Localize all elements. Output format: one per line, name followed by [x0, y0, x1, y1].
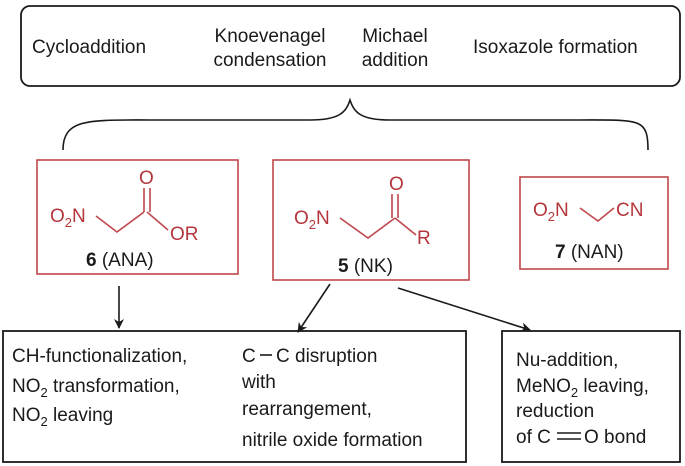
nan-caption: 7 (NAN) [555, 242, 624, 263]
outcome-left-line1: CH-functionalization, [12, 346, 187, 367]
reaction-isoxazole: Isoxazole formation [473, 37, 638, 58]
reaction-knoevenagel-line2: condensation [213, 50, 326, 71]
outcome-middle-line4: nitrile oxide formation [242, 430, 423, 451]
outcome-right-line4-a: of C [516, 427, 551, 448]
reaction-cycloaddition: Cycloaddition [32, 37, 146, 58]
compound-nk-box [272, 159, 470, 281]
outcome-box-left-middle [2, 330, 467, 463]
outcome-middle-line2: with [241, 372, 276, 393]
nk-caption: 5 (NK) [338, 256, 393, 277]
outcome-right-line1: Nu-addition, [516, 350, 618, 371]
arrow-nk-to-right [397, 287, 531, 333]
outcome-middle-line3: rearrangement, [242, 399, 372, 420]
outcome-right-line3: reduction [516, 401, 594, 422]
ana-o2-label: O2N [50, 206, 86, 230]
nan-cn-label: CN [616, 200, 643, 221]
nk-r-bond [394, 217, 417, 236]
outcome-middle-line1-a: C [242, 346, 256, 367]
ana-carbonyl-bond [143, 188, 151, 212]
arrow-nk-to-middle [297, 283, 331, 333]
reaction-knoevenagel-line1: Knoevenagel [215, 26, 326, 47]
outcome-right-line4-b: O bond [584, 427, 646, 448]
ana-caption: 6 (ANA) [86, 250, 154, 271]
reaction-michael-line2: addition [362, 50, 429, 71]
nk-o2-label: O2N [294, 208, 330, 232]
ana-carbonyl-o: O [139, 168, 154, 189]
outcome-left-line3: NO2 leaving [12, 405, 113, 429]
reaction-michael-line1: Michael [362, 26, 427, 47]
compound-ana-box [36, 159, 239, 275]
ana-or-label: OR [170, 224, 199, 245]
outcome-box-right [501, 330, 681, 463]
reactions-box [20, 5, 681, 87]
nk-backbone [339, 217, 396, 239]
outcome-left-line2: NO2 transformation, [12, 376, 180, 400]
nk-carbonyl-o: O [389, 174, 404, 195]
outcome-right-line2: MeNO2 leaving, [516, 376, 649, 400]
nan-o2-label: O2N [533, 200, 569, 224]
grouping-brace [62, 97, 649, 151]
nk-r-label: R [417, 228, 431, 249]
nk-carbonyl-bond [391, 194, 399, 218]
nan-backbone [579, 207, 615, 223]
outcome-middle-line1-b: C disruption [276, 346, 377, 367]
ana-backbone [95, 211, 145, 234]
ana-ester-bond [146, 211, 169, 231]
compound-nan-box [519, 176, 669, 270]
